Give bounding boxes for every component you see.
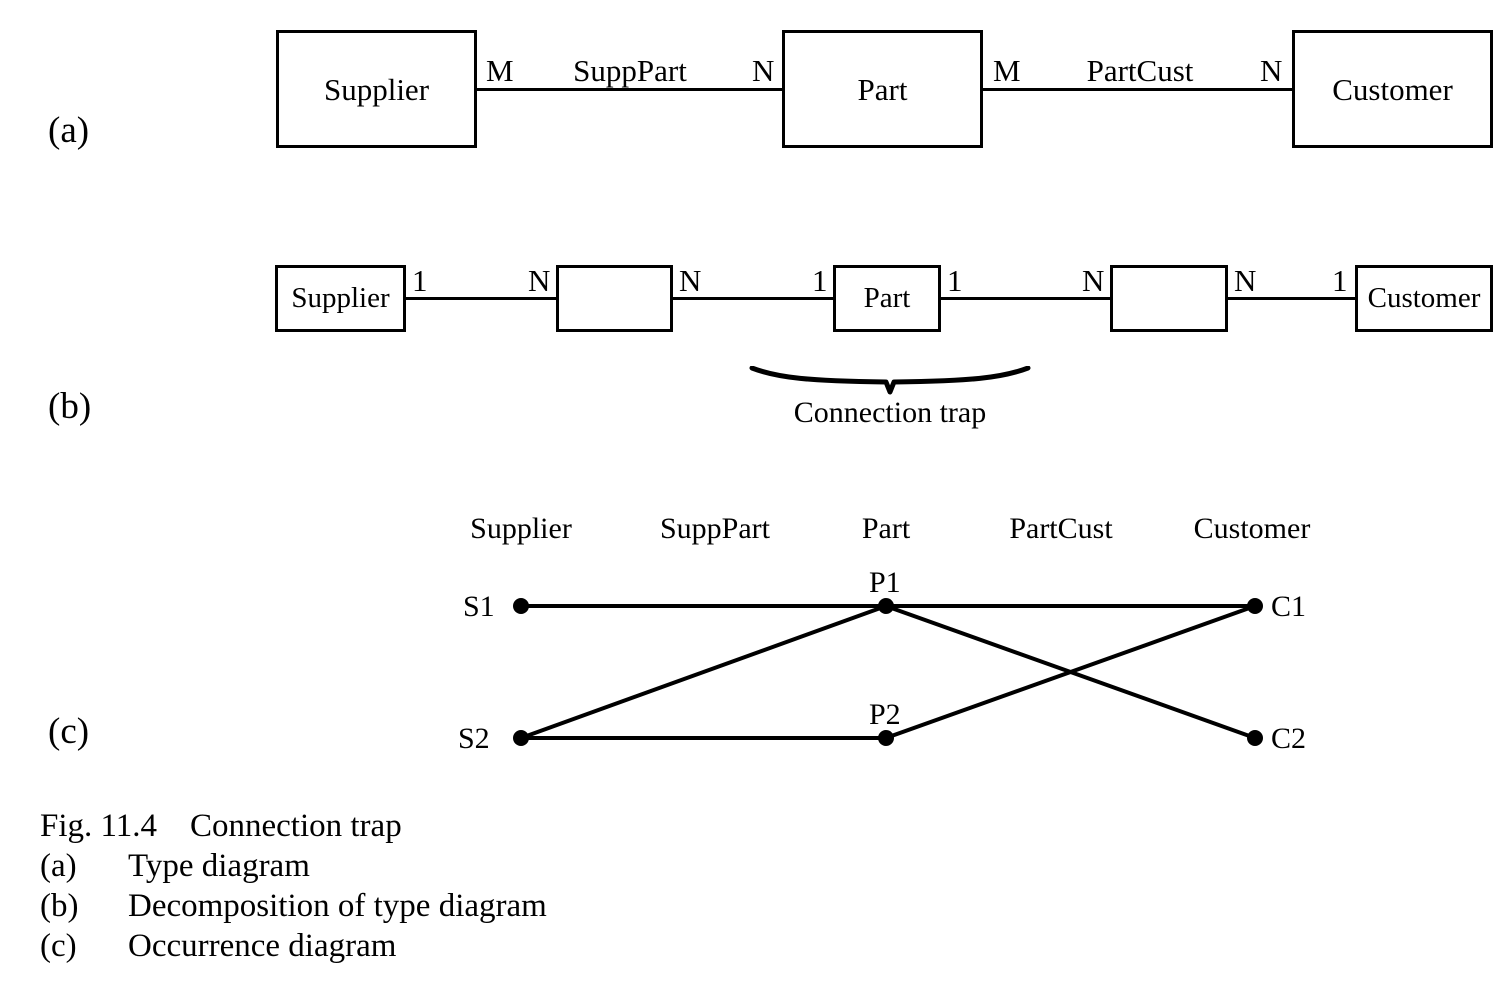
- caption-item-a-value: Type diagram: [128, 848, 310, 884]
- occurrence-node-label-c2: C2: [1271, 722, 1307, 755]
- decomp-entity-partcust[interactable]: [1110, 265, 1228, 332]
- occurrence-node-label-s2: S2: [458, 722, 490, 755]
- type-connector-partcust: [983, 88, 1292, 91]
- type-cardinality-supppart-left: M: [486, 53, 514, 88]
- caption-item-a-key: (a): [40, 848, 77, 884]
- type-entity-customer[interactable]: Customer: [1292, 30, 1493, 148]
- type-relationship-partcust-name: PartCust: [1086, 53, 1194, 88]
- occurrence-node-p1[interactable]: [878, 598, 894, 614]
- decomp-connector-3: [941, 297, 1111, 300]
- decomp-entity-part[interactable]: Part: [833, 265, 941, 332]
- decomp-entity-customer[interactable]: Customer: [1355, 265, 1493, 332]
- occurrence-node-label-p1: P1: [869, 566, 901, 599]
- decomp-cardinality-1-right: N: [528, 263, 551, 298]
- occurrence-node-label-p2: P2: [869, 698, 901, 731]
- row-label-b: (b): [48, 386, 92, 427]
- decomp-entity-supplier[interactable]: Supplier: [275, 265, 406, 332]
- occurrence-nodes: [513, 598, 1263, 746]
- type-entity-part-label: Part: [857, 71, 908, 107]
- type-cardinality-supppart-right: N: [752, 53, 775, 88]
- decomp-entity-part-label: Part: [863, 282, 911, 314]
- caption-item-b-value: Decomposition of type diagram: [128, 888, 547, 924]
- decomp-connector-1: [406, 297, 556, 300]
- decomp-entity-supplier-label: Supplier: [291, 282, 390, 314]
- occurrence-node-s2[interactable]: [513, 730, 529, 746]
- decomp-cardinality-4-right: 1: [1332, 263, 1348, 298]
- type-relationship-supppart-name: SuppPart: [573, 53, 687, 88]
- occurrence-edge-p1-c2: [884, 604, 1257, 740]
- occurrence-header-customer: Customer: [1193, 512, 1311, 545]
- decomp-cardinality-2-right: 1: [812, 263, 828, 298]
- type-entity-customer-label: Customer: [1332, 71, 1453, 107]
- decomp-cardinality-2-left: N: [679, 263, 702, 298]
- caption-item-c: (c) Occurrence diagram: [40, 926, 940, 966]
- row-label-a: (a): [48, 110, 90, 151]
- caption-item-c-key: (c): [40, 928, 77, 964]
- connection-trap-label: Connection trap: [793, 396, 987, 429]
- decomp-cardinality-3-right: N: [1082, 263, 1105, 298]
- type-entity-supplier-label: Supplier: [323, 71, 430, 107]
- caption-item-b: (b) Decomposition of type diagram: [40, 886, 940, 926]
- occurrence-edges: [519, 604, 1257, 740]
- occurrence-edge-s2-p1: [519, 604, 888, 740]
- row-label-c: (c): [48, 711, 90, 752]
- caption-item-b-key: (b): [40, 888, 79, 924]
- decomp-connector-4: [1228, 297, 1356, 300]
- decomp-cardinality-4-left: N: [1234, 263, 1257, 298]
- decomp-cardinality-1-left: 1: [412, 263, 428, 298]
- decomp-cardinality-3-left: 1: [947, 263, 963, 298]
- type-connector-supppart: [477, 88, 782, 91]
- caption-item-c-value: Occurrence diagram: [128, 928, 397, 964]
- type-entity-part[interactable]: Part: [782, 30, 983, 148]
- occurrence-header-part: Part: [861, 512, 911, 545]
- caption-title-line: Fig. 11.4 Connection trap: [40, 806, 940, 846]
- type-cardinality-partcust-left: M: [993, 53, 1021, 88]
- figure-caption: Fig. 11.4 Connection trap (a) Type diagr…: [40, 806, 940, 966]
- caption-title-key: Fig. 11.4: [40, 808, 158, 844]
- type-entity-supplier[interactable]: Supplier: [276, 30, 477, 148]
- type-cardinality-partcust-right: N: [1260, 53, 1283, 88]
- decomp-entity-customer-label: Customer: [1367, 282, 1481, 314]
- occurrence-node-label-c1: C1: [1271, 590, 1307, 623]
- occurrence-node-p2[interactable]: [878, 730, 894, 746]
- occurrence-node-c1[interactable]: [1247, 598, 1263, 614]
- occurrence-node-s1[interactable]: [513, 598, 529, 614]
- occurrence-node-label-s1: S1: [463, 590, 495, 623]
- occurrence-header-supppart: SuppPart: [659, 512, 770, 545]
- decomp-entity-supppart[interactable]: [556, 265, 673, 332]
- caption-item-a: (a) Type diagram: [40, 846, 940, 886]
- occurrence-header-supplier: Supplier: [470, 512, 572, 545]
- occurrence-node-c2[interactable]: [1247, 730, 1263, 746]
- decomp-connector-2: [673, 297, 833, 300]
- occurrence-header-partcust: PartCust: [1009, 512, 1113, 545]
- caption-title-value: Connection trap: [190, 808, 402, 844]
